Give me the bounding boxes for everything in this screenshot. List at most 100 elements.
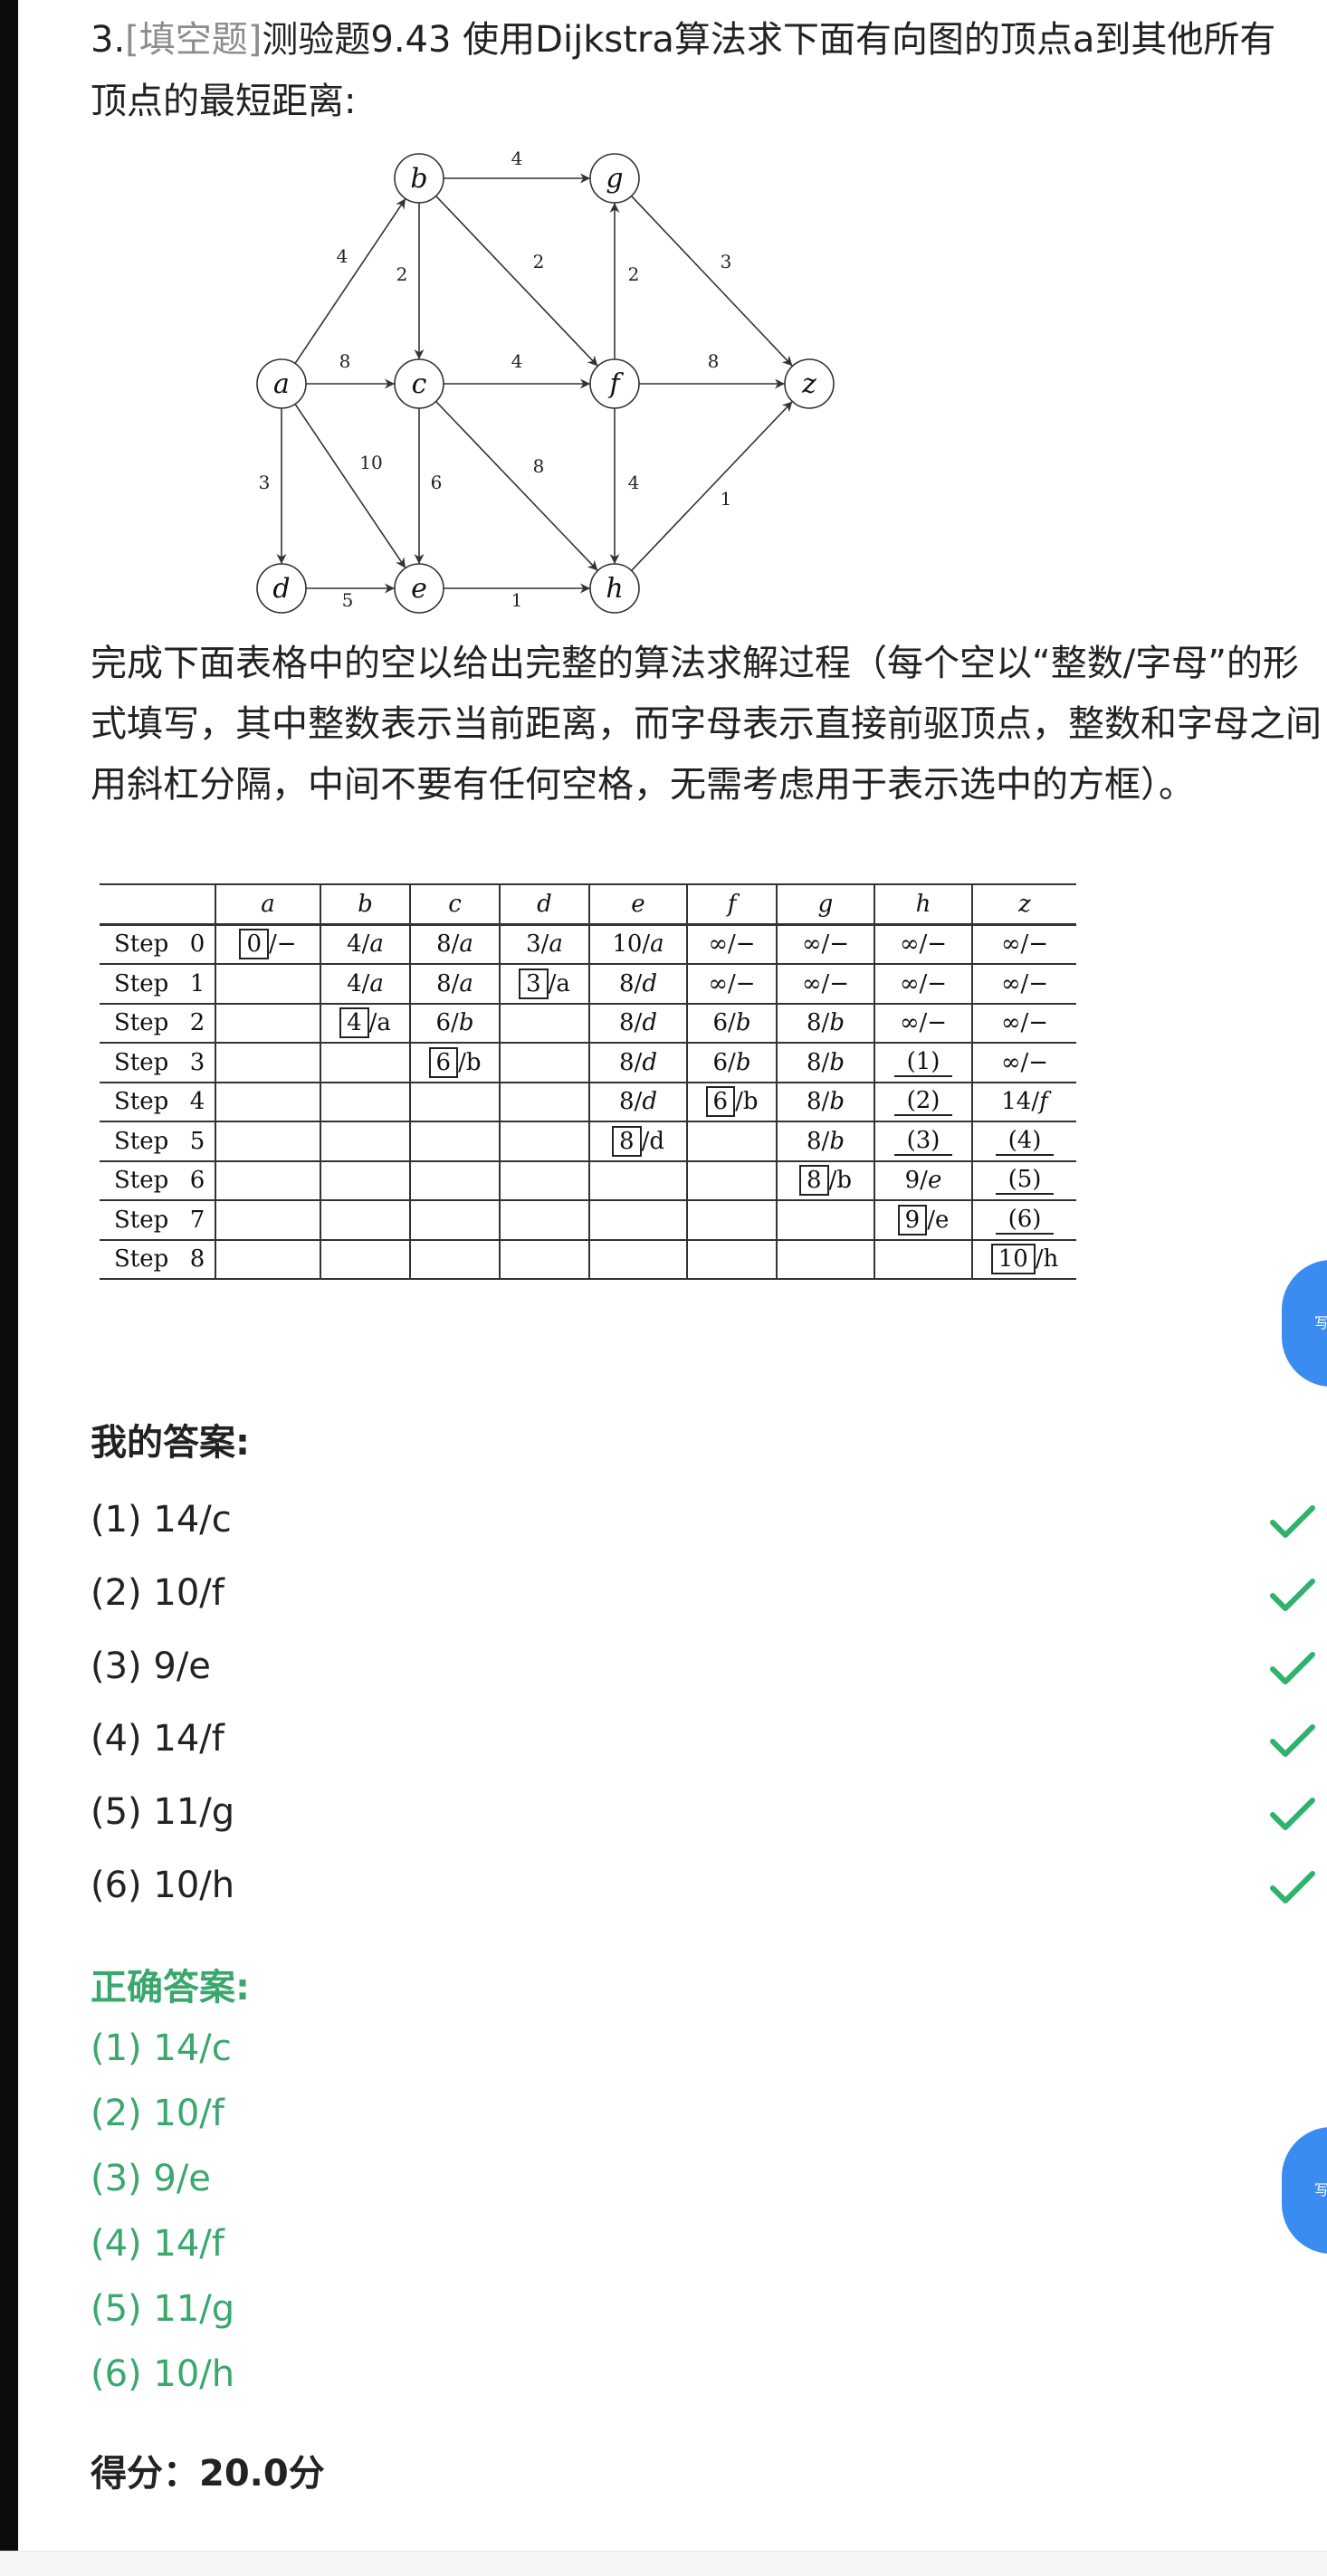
table-cell: ∞/− bbox=[686, 924, 777, 965]
table-cell bbox=[686, 1200, 777, 1241]
table-cell bbox=[215, 1003, 320, 1044]
node-h: h bbox=[589, 563, 640, 614]
edge-weight-a-e: 10 bbox=[359, 452, 382, 473]
table-cell: ∞/− bbox=[776, 924, 874, 965]
table-cell: 3/a bbox=[499, 964, 589, 1005]
table-cell bbox=[499, 1082, 589, 1122]
correct-answer-item: (6) 10/h bbox=[91, 2353, 235, 2395]
edge-g-z bbox=[630, 196, 794, 367]
table-cell: ∞/− bbox=[776, 964, 874, 1005]
table-cell bbox=[588, 1239, 687, 1280]
fill-blank: (4) bbox=[995, 1127, 1055, 1156]
header-step bbox=[100, 883, 215, 926]
edge-weight-c-e: 6 bbox=[431, 472, 443, 493]
my-answer-item: (5) 11/g bbox=[91, 1791, 235, 1833]
table-cell: 6/b bbox=[686, 1082, 777, 1122]
node-c: c bbox=[394, 358, 444, 409]
table-cell: ∞/− bbox=[686, 964, 777, 1005]
selected-box: 10 bbox=[990, 1244, 1036, 1275]
edge-weight-g-z: 3 bbox=[721, 251, 732, 272]
table-cell: 9/e bbox=[874, 1160, 972, 1201]
score-text: 得分：20.0分 bbox=[91, 2453, 325, 2495]
correct-answer-item: (3) 9/e bbox=[91, 2158, 211, 2199]
edge-weight-h-z: 1 bbox=[721, 488, 732, 510]
table-cell: 8/d bbox=[588, 964, 687, 1005]
table-cell bbox=[409, 1239, 500, 1280]
header-e: e bbox=[588, 883, 687, 926]
selected-box: 6 bbox=[705, 1086, 736, 1118]
table-cell: ∞/− bbox=[971, 964, 1076, 1005]
node-g: g bbox=[589, 153, 640, 204]
left-edge-bar bbox=[0, 0, 18, 2575]
edge-weight-f-z: 8 bbox=[708, 350, 720, 372]
checkmark-icon bbox=[1270, 1871, 1315, 1903]
table-cell: 8/a bbox=[409, 924, 500, 965]
table-cell: (6) bbox=[971, 1200, 1076, 1241]
header-b: b bbox=[320, 883, 410, 926]
table-cell: 6/b bbox=[686, 1003, 777, 1044]
table-cell bbox=[686, 1239, 777, 1280]
table-cell: 4/a bbox=[320, 964, 410, 1005]
svg-text:h: h bbox=[606, 573, 623, 605]
table-cell: (1) bbox=[874, 1043, 972, 1083]
edge-weight-c-f: 4 bbox=[511, 350, 523, 372]
table-cell: 14/f bbox=[971, 1082, 1076, 1122]
correct-answer-item: (4) 14/f bbox=[91, 2223, 224, 2265]
fill-blank: (3) bbox=[893, 1127, 953, 1156]
node-f: f bbox=[589, 358, 640, 409]
table-cell bbox=[320, 1082, 410, 1122]
table-cell bbox=[320, 1121, 410, 1162]
checkmark-icon bbox=[1270, 1652, 1315, 1684]
table-cell: ∞/− bbox=[971, 1003, 1076, 1044]
table-cell bbox=[588, 1160, 687, 1201]
table-cell bbox=[215, 1082, 320, 1122]
edge-weight-f-g: 2 bbox=[628, 263, 640, 285]
table-cell bbox=[215, 1043, 320, 1083]
header-c: c bbox=[409, 883, 500, 926]
table-cell: 8/b bbox=[776, 1043, 874, 1083]
checkmark-icon bbox=[1270, 1579, 1315, 1611]
table-cell: 3/a bbox=[499, 924, 589, 965]
edge-weight-e-h: 1 bbox=[511, 589, 523, 611]
checkmark-icon bbox=[1270, 1724, 1315, 1757]
table-cell bbox=[320, 1160, 410, 1201]
floating-action-button[interactable]: 写 bbox=[1282, 1260, 1327, 1387]
table-cell: 6/b bbox=[409, 1043, 500, 1083]
floating-action-button-2[interactable]: 写 bbox=[1282, 2127, 1327, 2254]
edge-a-b bbox=[294, 197, 406, 365]
table-cell: 8/d bbox=[588, 1003, 687, 1044]
header-f: f bbox=[686, 883, 777, 926]
svg-text:z: z bbox=[801, 368, 816, 400]
question-content: 3.[填空题]测验题9.43 使用Dijkstra算法求下面有向图的顶点a到其他… bbox=[91, 0, 1327, 2575]
table-cell bbox=[499, 1043, 589, 1083]
question-text: 测验题9.43 使用Dijkstra算法求下面有向图的顶点a到其他所有顶点的最短… bbox=[91, 19, 1276, 122]
bottom-bar bbox=[0, 2551, 1327, 2576]
instructions-text: 完成下面表格中的空以给出完整的算法求解过程（每个空以“整数/字母”的形式填写，其… bbox=[91, 643, 1322, 806]
table-cell bbox=[686, 1160, 777, 1201]
table-cell bbox=[409, 1082, 500, 1122]
edge-a-e bbox=[294, 403, 406, 569]
table-cell: 8/a bbox=[409, 964, 500, 1005]
table-cell bbox=[215, 964, 320, 1005]
header-d: d bbox=[499, 883, 589, 926]
edge-weight-a-b: 4 bbox=[337, 245, 348, 267]
question-type-tag: [填空题] bbox=[125, 19, 263, 61]
node-e: e bbox=[394, 563, 444, 614]
checkmark-icon bbox=[1270, 1505, 1315, 1538]
edge-weight-c-h: 8 bbox=[533, 455, 545, 477]
node-d: d bbox=[256, 563, 307, 614]
fill-blank: (2) bbox=[893, 1087, 953, 1117]
my-answer-item: (6) 10/h bbox=[91, 1865, 235, 1906]
svg-text:c: c bbox=[412, 368, 427, 400]
selected-box: 3 bbox=[519, 968, 549, 999]
my-answers-label: 我的答案: bbox=[91, 1422, 250, 1464]
